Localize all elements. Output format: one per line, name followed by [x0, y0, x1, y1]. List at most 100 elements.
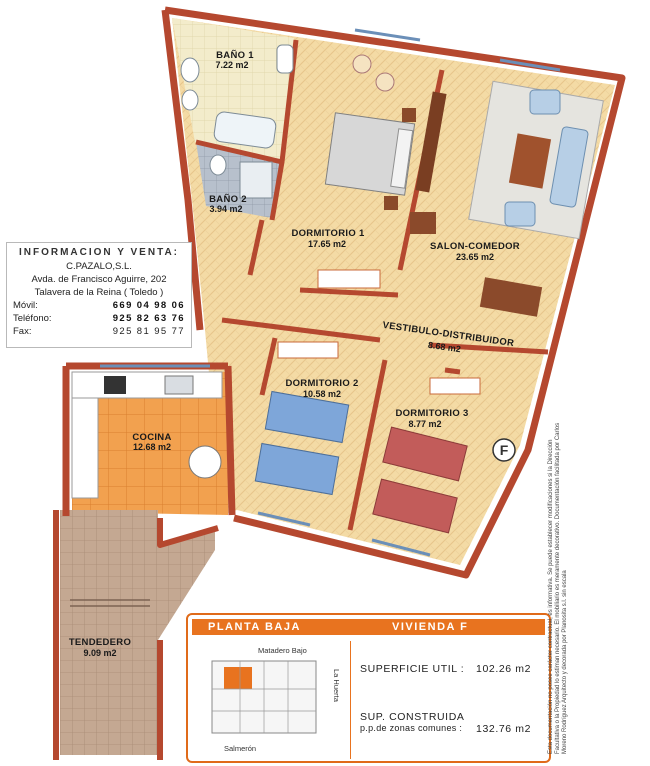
outer-wall-west — [161, 9, 204, 331]
built-area-label: SUP. CONSTRUIDA — [360, 711, 465, 723]
info-city: Talavera de la Reina ( Toledo ) — [34, 287, 164, 298]
kitchen-floor — [72, 372, 228, 515]
bedroom-3-furniture — [372, 377, 481, 534]
sofa-icon — [549, 126, 589, 208]
dorm1-name: DORMITORIO 1 — [291, 228, 365, 239]
unit-highlight — [224, 667, 252, 689]
window — [354, 28, 421, 42]
cocina-name: COCINA — [132, 432, 171, 443]
bathroom-1-fixtures — [180, 44, 294, 149]
built-area-sublabel: p.p.de zonas comunes : — [360, 723, 463, 733]
salon-area: 23.65 m2 — [456, 252, 494, 262]
dorm1-area: 17.65 m2 — [308, 239, 346, 249]
tendedero-name: TENDEDERO — [69, 637, 131, 648]
entrance-letter: F — [500, 442, 509, 458]
armchair-icon — [352, 54, 372, 74]
info-company: C.PAZALO,S.L. — [66, 261, 132, 272]
info-title: INFORMACION Y VENTA: — [18, 247, 179, 258]
counter-icon — [71, 371, 223, 399]
phone-number[interactable]: 925 82 63 76 — [112, 313, 185, 324]
useful-area-value: 102.26 m2 — [476, 663, 532, 675]
tendedero-area: 9.09 m2 — [83, 648, 116, 658]
bano1-area: 7.22 m2 — [215, 60, 248, 70]
info-address: Avda. de Francisco Aguirre, 202 — [31, 274, 167, 285]
walls — [53, 6, 626, 760]
legend-header: PLANTA BAJA VIVIENDA F — [192, 619, 545, 635]
window — [371, 538, 431, 557]
legend-divider — [350, 641, 351, 759]
dorm3-name: DORMITORIO 3 — [395, 408, 468, 419]
windows — [100, 28, 561, 557]
dorm2-3-walls — [259, 337, 388, 531]
wardrobe-icon — [429, 377, 481, 395]
bano2-name: BAÑO 2 — [209, 194, 247, 205]
nightstand-icon — [402, 108, 416, 122]
armchair-icon — [375, 72, 395, 92]
entrance-marker: F — [492, 438, 516, 462]
kitchen-fixtures — [71, 371, 223, 499]
bathroom-2-fixtures — [209, 154, 273, 199]
hob-icon — [104, 376, 126, 394]
desk-icon — [410, 212, 436, 234]
armchair-icon — [504, 201, 536, 227]
built-area-row: SUP. CONSTRUIDA p.p.de zonas comunes : 1… — [360, 711, 530, 735]
sales-info-box: INFORMACION Y VENTA: C.PAZALO,S.L. Avda.… — [6, 242, 192, 348]
vestibulo-south-wall — [221, 317, 549, 355]
window — [257, 511, 311, 527]
wardrobe-icon — [317, 269, 381, 289]
bathtub-icon — [213, 111, 277, 149]
dorm1-south-wall — [247, 219, 399, 298]
bath2-divider — [269, 161, 285, 221]
disclaimer-text: Esta documentación no posee carácter con… — [548, 422, 569, 754]
shower-icon — [239, 161, 273, 199]
bidet-icon — [181, 89, 199, 111]
fax-number: 925 81 95 77 — [112, 326, 185, 337]
street-north: Matadero Bajo — [258, 646, 307, 655]
sink-icon — [276, 44, 294, 74]
terrace-floor — [60, 510, 215, 755]
fax-label: Fax: — [13, 326, 32, 337]
phone-label: Teléfono: — [13, 313, 52, 324]
tv-unit-icon — [415, 91, 447, 193]
salon-furniture — [410, 80, 604, 317]
location-mini-map: Matadero Bajo La Huerta Salmerón — [211, 646, 341, 753]
dorm3-area: 8.77 m2 — [408, 419, 441, 429]
toilet-icon — [209, 154, 227, 176]
armchair-icon — [529, 89, 561, 115]
built-area-value: 132.76 m2 — [476, 723, 532, 735]
outer-wall — [164, 6, 626, 579]
dorm2-name: DORMITORIO 2 — [285, 378, 358, 389]
info-mobile-row: Móvil: 669 04 98 06 — [13, 299, 185, 312]
terrace-wall — [53, 510, 219, 760]
mobile-label: Móvil: — [13, 300, 38, 311]
salon-name: SALON-COMEDOR — [430, 241, 520, 252]
nightstand-icon — [384, 196, 398, 210]
legend-panel: PLANTA BAJA VIVIENDA F Matadero Bajo La … — [186, 613, 551, 763]
single-bed-icon — [372, 478, 458, 534]
pillow-icon — [390, 128, 414, 189]
cocina-area: 12.68 m2 — [133, 442, 171, 452]
bedroom-1-furniture — [317, 54, 416, 289]
useful-area-label: SUPERFICIE UTIL : — [360, 663, 465, 675]
unit-title: VIVIENDA F — [392, 621, 469, 633]
vestibulo-area: 8.68 m2 — [427, 340, 461, 354]
kitchen-table-icon — [188, 445, 222, 479]
street-south: Salmerón — [224, 744, 256, 753]
entrance-circle — [492, 438, 516, 462]
sink-icon — [164, 375, 194, 395]
single-bed-icon — [382, 426, 468, 482]
street-east: La Huerta — [332, 669, 341, 703]
floor-title: PLANTA BAJA — [208, 621, 301, 633]
bedroom-2-furniture — [254, 341, 350, 496]
bano2-area: 3.94 m2 — [209, 204, 242, 214]
toilet-icon — [180, 57, 200, 83]
dining-table-icon — [479, 277, 543, 317]
block-divisions — [212, 661, 316, 733]
useful-area-row: SUPERFICIE UTIL : 102.26 m2 — [360, 663, 530, 675]
bano1-name: BAÑO 1 — [216, 50, 254, 61]
terrace-details — [70, 599, 150, 607]
counter-icon — [71, 397, 99, 499]
mobile-number[interactable]: 669 04 98 06 — [112, 300, 185, 311]
wardrobe-icon — [277, 341, 339, 359]
